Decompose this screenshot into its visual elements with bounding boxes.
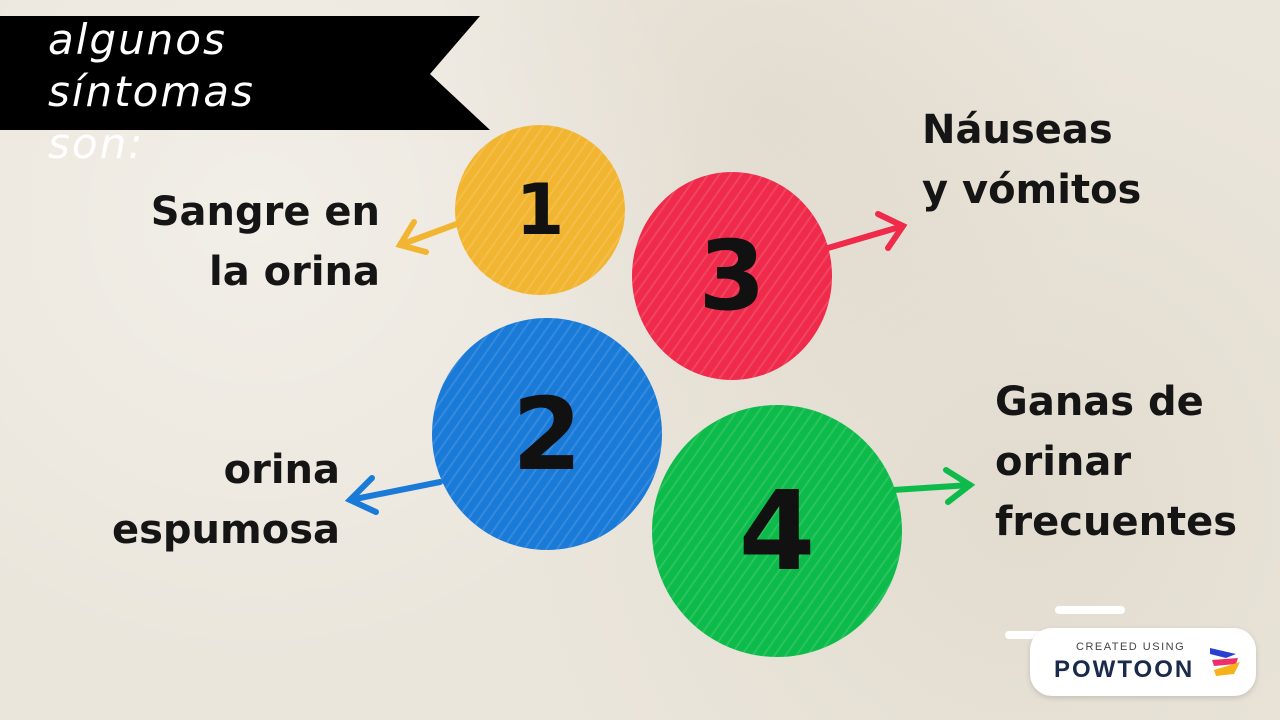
- banner-shape: [0, 16, 490, 130]
- banner-line-1: algunos síntomas: [48, 15, 255, 116]
- symptom-label-4-line-2: orinar: [995, 439, 1132, 485]
- symptom-label-1: Sangre en la orina: [140, 182, 380, 302]
- banner-line-2: son:: [48, 119, 145, 168]
- badge-brand: POWTOON: [1054, 656, 1195, 683]
- symptom-circle-2: 2: [432, 318, 662, 550]
- symptom-circle-1: 1: [455, 125, 625, 295]
- symptom-label-1-line-1: Sangre en: [150, 189, 380, 235]
- symptom-label-4-line-1: Ganas de: [995, 379, 1204, 425]
- symptom-circle-3: 3: [632, 172, 832, 380]
- banner-title: algunos síntomas son:: [48, 14, 408, 170]
- symptom-circle-4: 4: [652, 405, 902, 657]
- symptom-number-1: 1: [515, 169, 565, 251]
- arrow-icon-3: [825, 211, 908, 251]
- symptom-label-4: Ganas de orinar frecuentes: [995, 372, 1255, 552]
- arrow-icon-2: [344, 475, 443, 515]
- symptom-number-2: 2: [512, 375, 582, 493]
- powtoon-badge[interactable]: CREATED USING POWTOON: [1030, 628, 1256, 696]
- badge-streak: [1055, 606, 1125, 614]
- symptom-label-2-line-2: espumosa: [111, 507, 340, 553]
- symptom-label-1-line-2: la orina: [208, 249, 380, 295]
- title-banner: algunos síntomas son:: [0, 0, 490, 168]
- arrow-icon-4: [890, 467, 976, 505]
- symptom-number-3: 3: [698, 220, 766, 332]
- symptom-number-4: 4: [738, 467, 816, 595]
- powtoon-logo-icon: [1210, 648, 1240, 676]
- symptom-label-3-line-1: Náuseas: [922, 107, 1113, 153]
- symptom-label-2-line-1: orina: [223, 447, 340, 493]
- symptom-label-2: orina espumosa: [110, 440, 340, 560]
- badge-created-using: CREATED USING: [1076, 641, 1186, 653]
- symptom-label-4-line-3: frecuentes: [995, 499, 1238, 545]
- symptom-label-3: Náuseas y vómitos: [922, 100, 1182, 220]
- arrow-icon-1: [395, 219, 465, 255]
- symptom-label-3-line-2: y vómitos: [922, 167, 1142, 213]
